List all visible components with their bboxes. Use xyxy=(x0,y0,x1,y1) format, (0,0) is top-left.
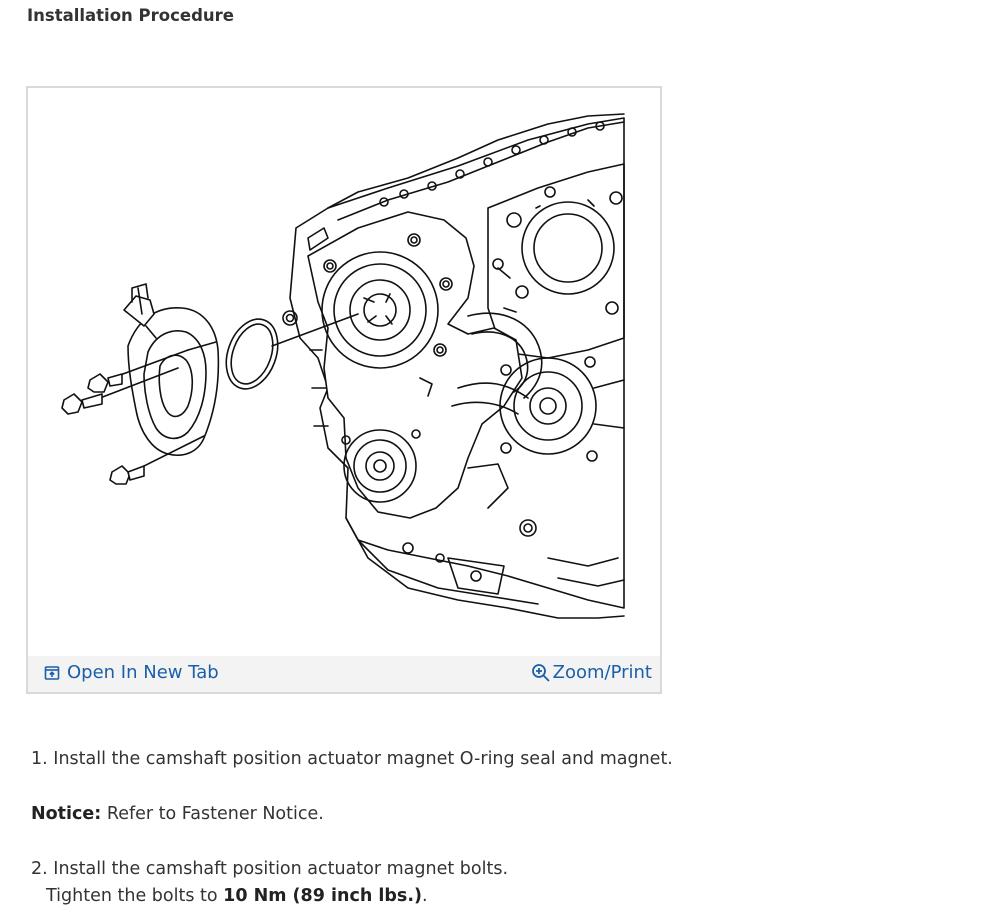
step-2-text: Install the camshaft position actuator m… xyxy=(53,859,509,879)
engine-diagram[interactable] xyxy=(28,88,660,654)
torque-value: 10 Nm (89 inch lbs.) xyxy=(223,886,422,906)
step-1: 1. Install the camshaft position actuato… xyxy=(31,749,673,769)
open-in-new-tab-link[interactable]: Open In New Tab xyxy=(44,662,219,683)
torque-prefix: Tighten the bolts to xyxy=(46,886,224,906)
step-2-number: 2. xyxy=(31,859,48,879)
step-2: 2. Install the camshaft position actuato… xyxy=(31,859,508,879)
figure-frame: Open In New Tab Zoom/Print xyxy=(26,86,662,694)
engine-illustration-icon xyxy=(61,113,625,619)
notice: Notice: Refer to Fastener Notice. xyxy=(31,804,324,824)
step-1-text: Install the camshaft position actuator m… xyxy=(53,749,673,769)
step-2-torque: Tighten the bolts to 10 Nm (89 inch lbs.… xyxy=(46,886,428,906)
step-1-number: 1. xyxy=(31,749,48,769)
notice-label: Notice: xyxy=(31,804,102,824)
section-heading: Installation Procedure xyxy=(27,6,234,25)
torque-suffix: . xyxy=(421,886,428,906)
zoom-print-label: Zoom/Print xyxy=(552,662,652,683)
zoom-print-link[interactable]: Zoom/Print xyxy=(531,662,652,683)
notice-text: Refer to Fastener Notice. xyxy=(101,804,324,824)
open-in-new-tab-label: Open In New Tab xyxy=(67,662,219,683)
zoom-in-icon xyxy=(531,663,551,683)
open-new-tab-icon xyxy=(44,665,60,681)
figure-toolbar: Open In New Tab Zoom/Print xyxy=(28,656,660,692)
